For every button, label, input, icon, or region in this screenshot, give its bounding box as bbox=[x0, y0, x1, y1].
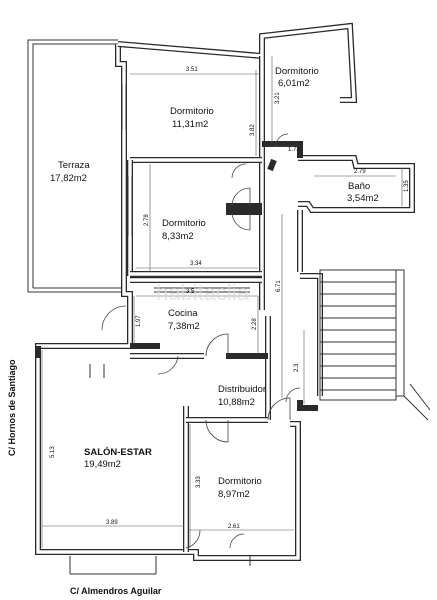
terraza-area: 17,82m2 bbox=[50, 173, 87, 184]
dim-3-21: 3.21 bbox=[275, 92, 281, 104]
windows bbox=[69, 84, 251, 575]
dim-2-61: 2.61 bbox=[228, 524, 240, 530]
dim-2-78: 2.78 bbox=[144, 214, 150, 226]
dim-5-13: 5.13 bbox=[50, 446, 56, 458]
salon-name: SALÓN-ESTAR bbox=[84, 446, 152, 458]
dormitorio-top-name: Dormitorio bbox=[275, 66, 319, 77]
salon-area: 19,49m2 bbox=[84, 459, 121, 470]
dormitorio-main-area: 11,31m2 bbox=[172, 119, 208, 130]
terraza-outline bbox=[27, 39, 124, 293]
street-left-label: C/ Hornos de Santiago bbox=[7, 359, 17, 456]
dim-3-89: 3.89 bbox=[106, 520, 118, 526]
room-labels: Dormitorio 6,01m2 Dormitorio 11,31m2 Ter… bbox=[50, 66, 379, 500]
terraza-name: Terraza bbox=[58, 160, 90, 171]
dim-3-5: 3.5 bbox=[186, 289, 195, 295]
cocina-area: 7,38m2 bbox=[168, 321, 200, 332]
dim-1-35: 1.35 bbox=[404, 180, 410, 192]
dormitorio-top-area: 6,01m2 bbox=[278, 78, 310, 89]
dormitorio-main-name: Dormitorio bbox=[170, 106, 214, 117]
dim-2-3: 2.3 bbox=[294, 363, 300, 372]
cocina-name: Cocina bbox=[168, 308, 198, 319]
street-bottom-label: C/ Almendros Aguilar bbox=[70, 586, 162, 596]
watermark-text: habitaclia bbox=[156, 280, 250, 305]
doors bbox=[101, 133, 301, 549]
interior-walls bbox=[35, 141, 303, 552]
dormitorio-bottom-name: Dormitorio bbox=[218, 476, 262, 487]
bano-area: 3,54m2 bbox=[347, 193, 379, 204]
dim-3-51: 3.51 bbox=[186, 67, 198, 73]
distribuidor-area: 10,88m2 bbox=[218, 397, 255, 408]
dim-1-73: 1.73 bbox=[288, 147, 300, 153]
dormitorio-mid-area: 8,33m2 bbox=[162, 231, 194, 242]
dim-1-97: 1.97 bbox=[136, 315, 142, 327]
dim-3-33: 3.33 bbox=[196, 476, 202, 488]
dim-3-82: 3.82 bbox=[250, 124, 256, 136]
staircase bbox=[319, 269, 431, 421]
dormitorio-mid-name: Dormitorio bbox=[162, 218, 206, 229]
dimension-labels: 3.51 3.21 3.82 1.73 2.79 1.35 2.78 3.34 … bbox=[50, 67, 410, 530]
dimension-lines bbox=[41, 56, 403, 548]
dim-2-79: 2.79 bbox=[354, 169, 366, 175]
distribuidor-name: Distribuidor bbox=[218, 384, 266, 395]
dim-6-71: 6.71 bbox=[276, 280, 282, 292]
dim-3-34: 3.34 bbox=[190, 261, 202, 267]
bano-name: Baño bbox=[348, 181, 370, 192]
dim-2-28: 2.28 bbox=[252, 318, 258, 330]
dormitorio-bottom-area: 8,97m2 bbox=[218, 489, 250, 500]
